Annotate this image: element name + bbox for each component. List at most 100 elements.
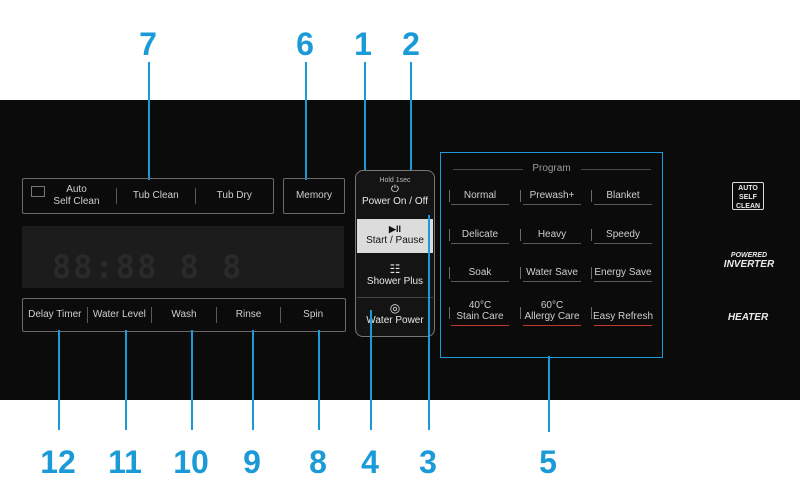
- callout-12: 12: [40, 444, 76, 480]
- heavy-label: Heavy: [537, 229, 567, 240]
- auto-self-clean-badge-text: AUTO SELF CLEAN: [735, 185, 761, 210]
- underline: [523, 204, 581, 205]
- allergy-care-temp: 60°C: [540, 300, 564, 311]
- hold-hint: Hold 1sec: [379, 177, 411, 184]
- start-pause-button[interactable]: ▶II Start / Pause: [357, 219, 433, 253]
- row-marker: [449, 190, 450, 202]
- underline: [451, 325, 509, 326]
- program-normal[interactable]: Normal: [446, 190, 514, 205]
- water-power-icon: ◎: [389, 301, 401, 315]
- callout-7: 7: [139, 26, 157, 62]
- water-level-button[interactable]: Water Level: [92, 309, 146, 320]
- auto-self-clean-button[interactable]: Auto Self Clean: [23, 184, 116, 208]
- callout-line-10: [191, 330, 193, 430]
- callout-2: 2: [402, 26, 420, 62]
- underline: [594, 325, 652, 326]
- underline: [594, 204, 652, 205]
- water-power-label: Water Power: [366, 315, 424, 326]
- delicate-label: Delicate: [461, 229, 499, 240]
- shower-plus-label: Shower Plus: [366, 276, 424, 287]
- memory-button[interactable]: Memory: [295, 190, 333, 201]
- program-easy-refresh[interactable]: Easy Refresh: [589, 311, 657, 326]
- display-digits: 88:88 8 8: [52, 248, 244, 286]
- row-marker: [520, 229, 521, 241]
- start-pause-icon: ▶II: [389, 224, 401, 234]
- normal-label: Normal: [463, 190, 497, 201]
- settings-button-group: Delay Timer Water Level Wash Rinse Spin: [22, 298, 346, 332]
- allergy-care-label: Allergy Care: [524, 311, 580, 322]
- underline: [594, 243, 652, 244]
- program-heavy[interactable]: Heavy: [518, 229, 586, 244]
- callout-11: 11: [108, 444, 142, 480]
- segment-display: [22, 226, 344, 288]
- auto-self-clean-label-1: Auto: [66, 184, 87, 195]
- rinse-button[interactable]: Rinse: [235, 309, 262, 320]
- underline: [451, 204, 509, 205]
- water-power-button[interactable]: ◎ Water Power: [357, 297, 433, 334]
- speedy-label: Speedy: [606, 229, 640, 240]
- row-marker: [449, 229, 450, 241]
- tub-dry-button[interactable]: Tub Dry: [216, 190, 252, 201]
- water-save-label: Water Save: [526, 267, 578, 278]
- wash-button[interactable]: Wash: [171, 309, 197, 320]
- soak-label: Soak: [468, 267, 492, 278]
- callout-1: 1: [354, 26, 372, 62]
- tub-clean-button[interactable]: Tub Clean: [132, 190, 179, 201]
- callout-line-9: [252, 330, 254, 430]
- program-speedy[interactable]: Speedy: [589, 229, 657, 244]
- row-marker: [591, 267, 592, 279]
- callout-10: 10: [173, 444, 209, 480]
- energy-save-label: Energy Save: [594, 267, 652, 278]
- program-delicate[interactable]: Delicate: [446, 229, 514, 244]
- power-button[interactable]: Hold 1sec ⏻ Power On / Off: [357, 175, 433, 213]
- row-marker: [520, 190, 521, 202]
- powered-text: POWERED: [730, 252, 768, 259]
- prewash-label: Prewash+: [529, 190, 575, 201]
- power-icon: ⏻: [391, 184, 399, 195]
- callout-8: 8: [309, 444, 327, 480]
- row-marker: [591, 307, 592, 319]
- callout-9: 9: [243, 444, 261, 480]
- program-soak[interactable]: Soak: [446, 267, 514, 282]
- stain-care-temp: 40°C: [468, 300, 492, 311]
- program-prewash-plus[interactable]: Prewash+: [518, 190, 586, 205]
- self-clean-icon: [31, 186, 45, 197]
- underline: [523, 325, 581, 326]
- powered-inverter-logo: POWERED INVERTER: [712, 252, 786, 270]
- blanket-label: Blanket: [606, 190, 640, 201]
- underline: [523, 281, 581, 282]
- underline: [523, 243, 581, 244]
- auto-self-clean-label-2: Self Clean: [53, 196, 100, 207]
- program-water-save[interactable]: Water Save: [518, 267, 586, 282]
- memory-button-frame: Memory: [283, 178, 345, 214]
- power-label: Power On / Off: [362, 196, 428, 207]
- callout-line-4: [370, 310, 372, 430]
- shower-plus-button[interactable]: ☷ Shower Plus: [357, 259, 433, 293]
- delay-timer-button[interactable]: Delay Timer: [28, 309, 82, 320]
- callout-6: 6: [296, 26, 314, 62]
- auto-self-clean-badge: AUTO SELF CLEAN: [732, 182, 764, 210]
- program-allergy-care[interactable]: 60°C Allergy Care: [518, 300, 586, 326]
- program-stain-care[interactable]: 40°C Stain Care: [446, 300, 514, 326]
- row-marker: [449, 267, 450, 279]
- start-pause-label: Start / Pause: [366, 235, 424, 246]
- program-section: Program Normal Prewash+ Blanket Delicate…: [440, 152, 663, 358]
- spin-button[interactable]: Spin: [303, 309, 324, 320]
- shower-icon: ☷: [389, 262, 401, 276]
- program-energy-save[interactable]: Energy Save: [589, 267, 657, 282]
- program-title: Program: [532, 163, 571, 174]
- inverter-text: INVERTER: [723, 259, 775, 270]
- callout-line-2: [410, 62, 412, 200]
- program-blanket[interactable]: Blanket: [589, 190, 657, 205]
- callout-5: 5: [539, 444, 557, 480]
- program-title-rule-right: [581, 169, 651, 170]
- callout-line-5: [548, 356, 550, 432]
- divider: [194, 188, 196, 204]
- program-title-rule-left: [453, 169, 523, 170]
- clean-button-group: Auto Self Clean Tub Clean Tub Dry: [22, 178, 274, 214]
- easy-refresh-label: Easy Refresh: [592, 311, 654, 322]
- callout-line-12: [58, 330, 60, 430]
- divider: [215, 307, 217, 323]
- callout-line-11: [125, 330, 127, 430]
- divider: [116, 188, 117, 204]
